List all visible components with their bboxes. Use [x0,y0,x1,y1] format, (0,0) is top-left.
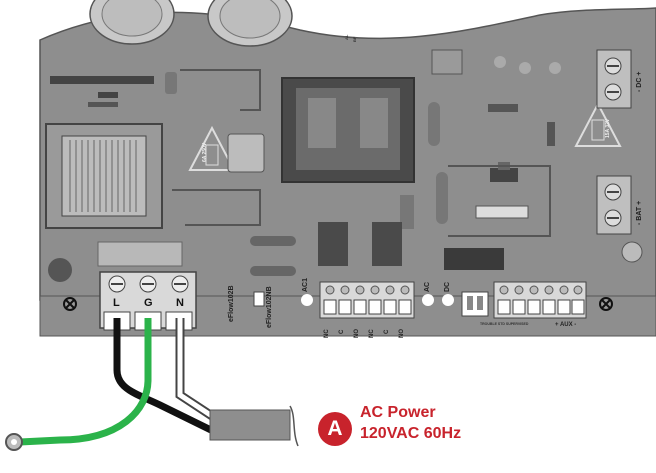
terminal-label-l: L [113,297,120,309]
relay-contact-label: NC [369,329,375,338]
label-ac: AC [424,281,431,292]
label-eflow102nb: eFlow102NB [266,286,273,328]
power-cable [209,409,291,441]
wire-hot [113,318,217,436]
relay-contact-label: C [339,329,345,334]
relay-contact-label: C [384,329,390,334]
terminal-label-n: N [176,297,184,309]
ic-chip [444,248,504,270]
mounting-screw [63,297,613,311]
label-fuse-left: 6A 250V [202,142,208,162]
relay-contact-label: NC [324,329,330,338]
wire-ground [19,318,152,446]
label-al: AL [344,34,349,40]
fuse-warning-left [188,125,236,171]
label-dc-plus: - DC + [636,71,643,92]
relay-contact-label: NO [354,329,360,338]
relay-1 [318,222,348,266]
label-dc: DC [444,281,451,292]
label-fuse-right: 15A 32V [605,118,611,138]
label-aux: + AUX - [555,322,577,328]
relay-2 [372,222,402,266]
label-eflow102b: eFlow102B [228,285,235,322]
callout-title: AC Power [360,404,436,421]
callout-subtitle: 120VAC 60Hz [360,425,462,442]
jumper-eflow [253,291,265,307]
relay-contact-label: NO [399,329,405,338]
label-bat-plus: - BAT + [636,200,643,225]
fuse-warning-right [574,101,622,147]
callout-badge: A [318,412,352,446]
label-trouble: TROUBLE STD SUPERVISED [480,322,529,326]
label-bf: BF [352,36,357,42]
label-ac1: AC1 [302,277,309,292]
terminal-label-g: G [144,297,153,309]
dip-switch [461,291,489,317]
